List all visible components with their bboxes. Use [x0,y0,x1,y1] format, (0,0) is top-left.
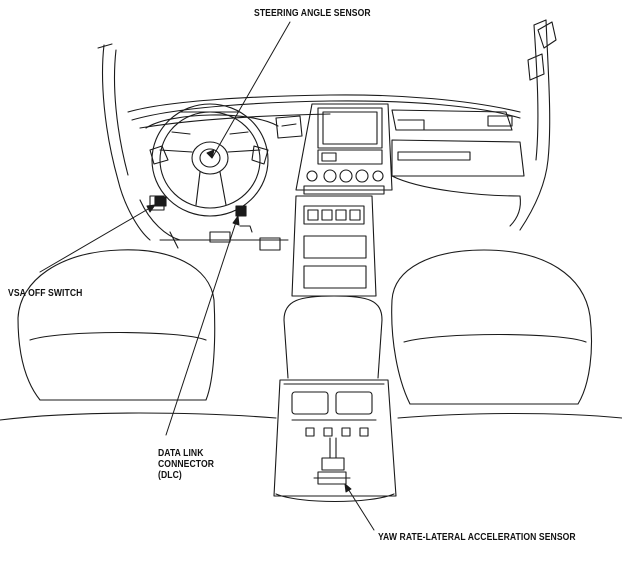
vsa-off-arrow [146,204,156,213]
vsa-off-leader [39,204,156,273]
dlc-label-line-1: DATA LINK [158,448,204,459]
dashboard [127,94,525,241]
vsa-off-switch-marker [154,196,167,207]
dlc-label: DATA LINK CONNECTOR (DLC) [158,448,214,481]
dlc-label-line-3: (DLC) [158,470,182,481]
instrument-cluster [145,114,303,139]
vsa-off-switch-label: VSA OFF SWITCH [8,288,83,299]
windshield-frame [97,19,557,241]
steering-angle-sensor-label: STEERING ANGLE SENSOR [254,8,371,19]
component-markers [154,196,247,217]
dlc-label-line-2: CONNECTOR [158,459,215,470]
center-console [273,195,397,503]
yaw-rate-sensor-label: YAW RATE-LATERAL ACCELERATION SENSOR [378,532,576,543]
steering-angle-arrow [206,149,215,159]
yaw-rate-sensor-drawing [313,437,351,485]
yaw-rate-arrow [344,483,352,493]
footwell [159,225,289,251]
center-stack [295,103,393,195]
steering-wheel [149,103,269,217]
leader-lines [39,21,375,531]
dlc-marker [235,205,247,217]
yaw-rate-leader [344,483,375,531]
seats [0,249,622,421]
steering-angle-leader [211,21,291,159]
dlc-arrow [232,215,240,226]
dlc-leader [165,215,239,436]
